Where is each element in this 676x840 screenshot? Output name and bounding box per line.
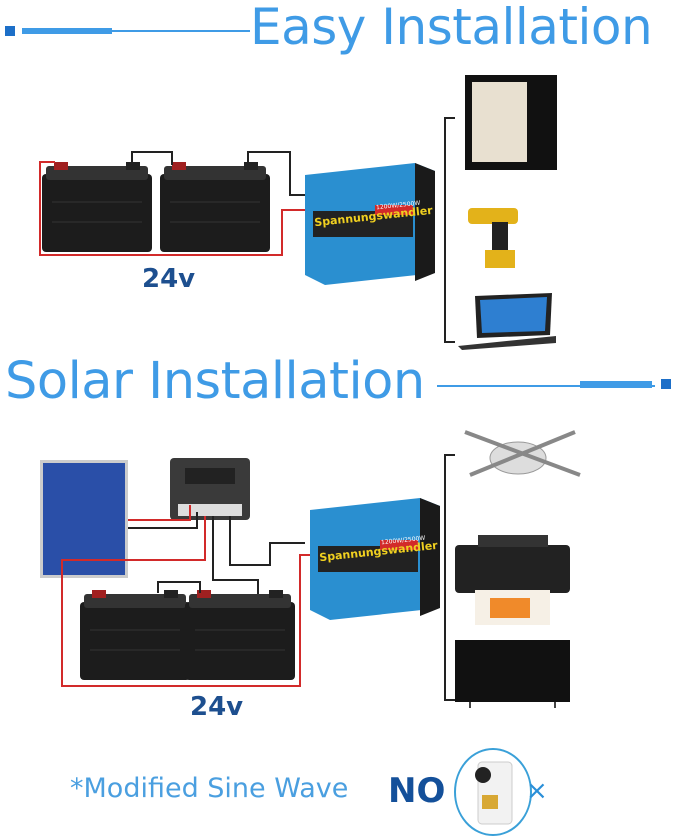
charge-controller-icon	[170, 458, 250, 520]
tv-icon	[455, 640, 570, 708]
cross-icon: ×	[526, 776, 548, 806]
drone-icon	[464, 430, 581, 477]
fridge-icon	[465, 75, 557, 170]
solar-installation-title: Solar Installation	[5, 352, 425, 411]
coffee-machine-icon	[454, 748, 532, 836]
easy-batteries	[41, 161, 271, 253]
printer-icon	[455, 535, 570, 625]
solar-batteries	[79, 589, 296, 681]
easy-voltage-label: 24v	[142, 264, 196, 294]
solar-panel-icon	[40, 460, 128, 578]
solar-header-marker	[661, 379, 671, 389]
no-label: NO	[388, 771, 446, 811]
drill-icon	[468, 208, 518, 268]
header-marker	[5, 26, 15, 36]
solar-voltage-label: 24v	[190, 692, 244, 722]
modified-sine-wave-note: *Modified Sine Wave	[70, 773, 349, 804]
easy-installation-title: Easy Installation	[250, 0, 653, 56]
laptop-icon	[458, 293, 556, 350]
